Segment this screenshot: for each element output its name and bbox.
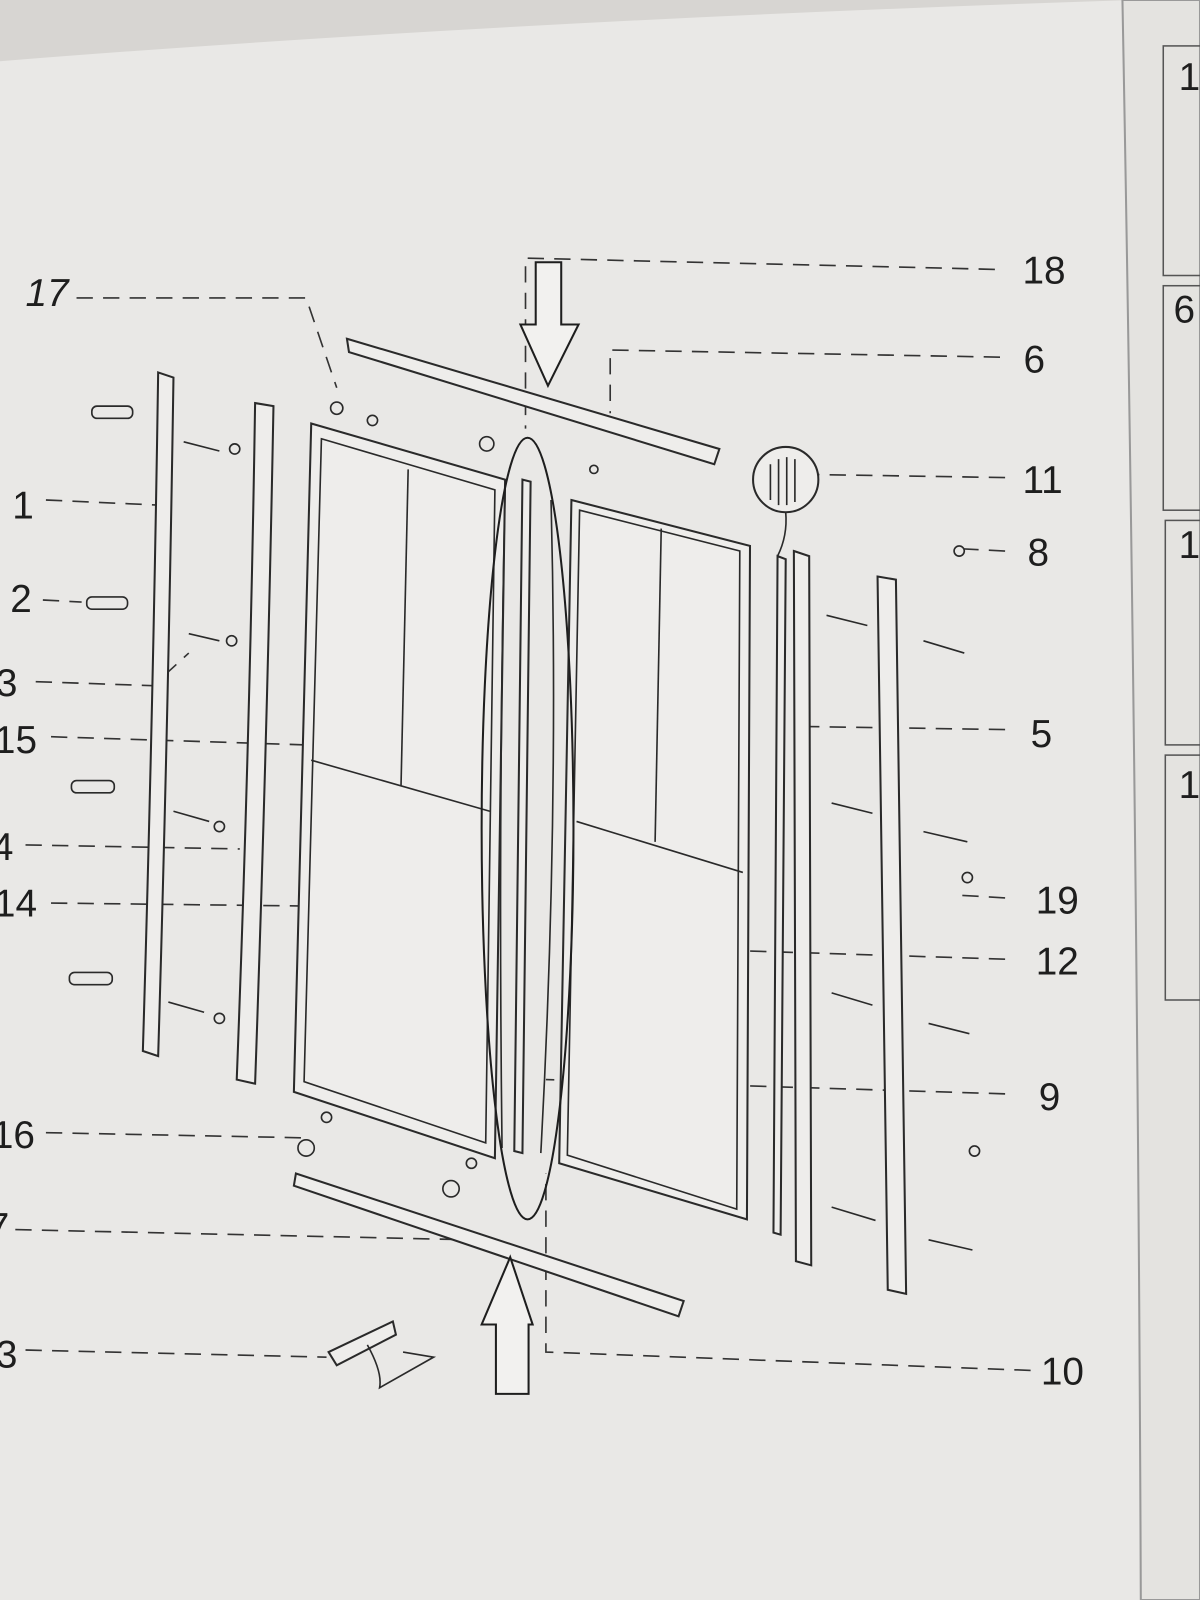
- screws-and-plugs: [68, 401, 981, 1251]
- arrow-down-icon: [518, 261, 581, 389]
- seal-12: [772, 554, 787, 1237]
- side-label: 1: [1179, 764, 1200, 807]
- top-rail: [345, 337, 721, 466]
- arrow-up-icon: [480, 1254, 535, 1395]
- label-16: 16: [0, 1114, 35, 1157]
- wall-profile-1: [141, 371, 175, 1058]
- label-14: 14: [0, 882, 37, 925]
- label-7: 7: [0, 1206, 9, 1249]
- handle-13: [327, 1319, 398, 1367]
- side-label: 6: [1173, 288, 1195, 331]
- label-12: 12: [1036, 940, 1079, 983]
- label-1: 1: [12, 484, 34, 527]
- wall-profile-5: [792, 549, 813, 1267]
- label-18: 18: [1022, 250, 1065, 293]
- label-19: 19: [1036, 879, 1079, 922]
- label-17: 17: [26, 272, 71, 315]
- left-door-panel: [292, 422, 507, 1160]
- label-13: 3: [0, 1333, 17, 1376]
- wall-profile-4: [235, 401, 275, 1085]
- side-label: 1: [1179, 56, 1200, 99]
- wall-profile-outer: [876, 575, 908, 1296]
- highlight-ellipse: [480, 436, 575, 1221]
- label-4: 4: [0, 826, 13, 869]
- label-15: 15: [0, 719, 37, 762]
- bottom-rail: [292, 1172, 685, 1318]
- label-11: 11: [1022, 459, 1062, 502]
- right-door-panel: [558, 498, 752, 1221]
- label-6: 6: [1023, 338, 1045, 381]
- part-number-labels: 17 18 6 11 8 1 2 3 15 5 4 14 19 12 9 16 …: [0, 250, 1084, 1394]
- magnifier-detail-11: [752, 445, 820, 514]
- paper-sheet-right: [1121, 0, 1200, 1600]
- side-label: 1: [1179, 524, 1200, 567]
- label-10: 10: [1041, 1351, 1084, 1394]
- side-panel-boxes: 1 6 1 1: [1162, 45, 1200, 1001]
- label-2: 2: [10, 578, 32, 621]
- label-5: 5: [1031, 713, 1053, 756]
- seal-strip-14: [513, 478, 532, 1155]
- parts: [68, 261, 981, 1395]
- label-3: 3: [0, 662, 17, 705]
- label-8: 8: [1028, 531, 1050, 574]
- label-9: 9: [1039, 1076, 1061, 1119]
